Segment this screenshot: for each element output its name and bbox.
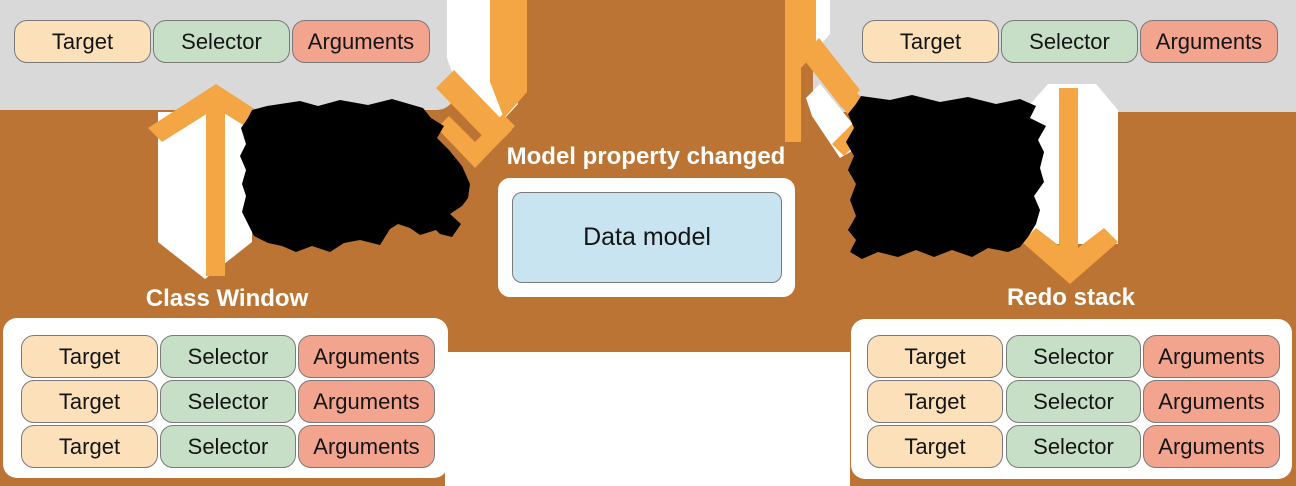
pill-selector: Selector [1001, 20, 1138, 63]
left-redacted-scribble [240, 99, 470, 252]
pill-arguments: Arguments [1143, 380, 1280, 423]
pill-target: Target [21, 335, 158, 378]
model-property-changed-label: Model property changed [506, 143, 786, 170]
pill-arguments: Arguments [1143, 335, 1280, 378]
pill-target: Target [21, 425, 158, 468]
pill-selector: Selector [1006, 380, 1141, 423]
pill-target: Target [867, 335, 1003, 378]
pill-arguments: Arguments [1140, 20, 1278, 63]
pill-target: Target [867, 380, 1003, 423]
pill-arguments: Arguments [298, 380, 435, 423]
pill-selector: Selector [1006, 425, 1141, 468]
pill-target: Target [14, 20, 151, 63]
pill-selector: Selector [160, 335, 296, 378]
pill-arguments: Arguments [1143, 425, 1280, 468]
pill-selector: Selector [160, 380, 296, 423]
pill-target: Target [867, 425, 1003, 468]
pill-arguments: Arguments [292, 20, 430, 63]
background-gap [445, 352, 850, 486]
data-model-box: Data model [512, 192, 782, 283]
right-redacted-scribble [846, 95, 1046, 259]
pill-selector: Selector [1006, 335, 1141, 378]
class-window-title: Class Window [145, 285, 309, 312]
pill-target: Target [862, 20, 999, 63]
right-stack-down-arrow [1022, 84, 1118, 284]
redo-stack-title: Redo stack [1006, 284, 1136, 311]
pill-target: Target [21, 380, 158, 423]
pill-selector: Selector [153, 20, 290, 63]
pill-arguments: Arguments [298, 425, 435, 468]
pill-arguments: Arguments [298, 335, 435, 378]
pill-selector: Selector [160, 425, 296, 468]
left-stack-up-arrow [148, 84, 284, 279]
